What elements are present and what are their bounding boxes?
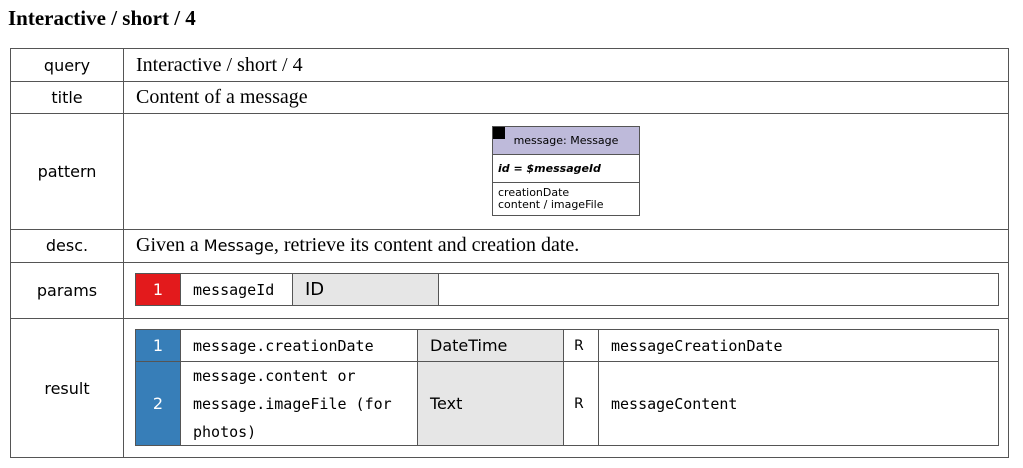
node-attrs: creationDate content / imageFile	[493, 183, 639, 215]
message-node: message: Message id = $messageId creatio…	[492, 126, 640, 216]
result-type: DateTime	[417, 329, 564, 362]
result-number: 2	[135, 361, 181, 446]
desc-prefix: Given a	[136, 234, 204, 256]
result-type: Text	[417, 361, 564, 446]
result-expr: message.content or message.imageFile (fo…	[180, 361, 418, 446]
result-mode: R	[563, 361, 599, 446]
result-mode: R	[563, 329, 599, 362]
desc-value: Given a Message, retrieve its content an…	[136, 229, 579, 262]
result-expr: message.creationDate	[180, 329, 418, 362]
query-value: Interactive / short / 4	[136, 53, 303, 76]
desc-label: desc.	[45, 236, 89, 255]
page-heading: Interactive / short / 4	[8, 6, 196, 30]
node-attr: creationDate	[498, 186, 570, 199]
desc-entity: Message	[203, 236, 274, 255]
title-label: title	[51, 87, 83, 107]
node-attr: content / imageFile	[498, 198, 604, 211]
result-name: messageCreationDate	[598, 329, 999, 362]
param-number: 1	[135, 273, 181, 306]
result-number: 1	[135, 329, 181, 362]
params-label: params	[36, 280, 98, 300]
pattern-label: pattern	[37, 161, 97, 181]
param-desc	[438, 273, 999, 306]
param-type: ID	[292, 273, 439, 306]
desc-suffix: , retrieve its content and creation date…	[273, 234, 580, 256]
param-name: messageId	[180, 273, 293, 306]
result-label: result	[44, 378, 90, 398]
title-value: Content of a message	[136, 85, 308, 108]
node-marker-icon	[493, 127, 505, 139]
query-label: query	[43, 55, 91, 75]
query-spec-table: query Interactive / short / 4 title Cont…	[10, 48, 1009, 458]
node-header-text: message: Message	[513, 134, 619, 147]
node-constraint: id = $messageId	[493, 155, 639, 183]
node-header: message: Message	[493, 127, 639, 155]
result-name: messageContent	[598, 361, 999, 446]
